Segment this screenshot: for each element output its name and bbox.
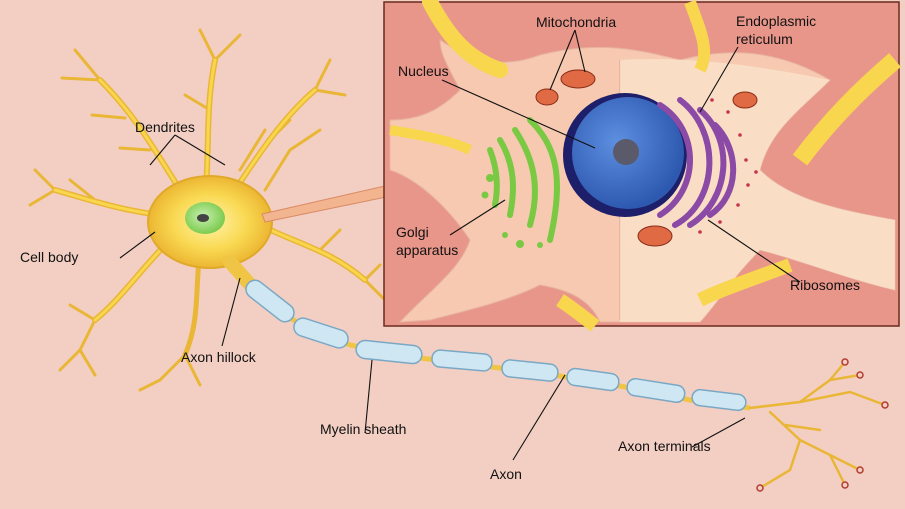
label-cell-body: Cell body [20,249,78,265]
label-golgi: Golgi [396,224,429,240]
label-axon-hillock: Axon hillock [181,349,257,365]
label-ribosomes: Ribosomes [790,277,860,293]
label-apparatus: apparatus [396,242,458,258]
label-dendrites: Dendrites [135,119,195,135]
label-axon-terminals: Axon terminals [618,438,711,454]
label-nucleus: Nucleus [398,63,449,79]
label-reticulum: reticulum [736,31,793,47]
label-myelin-sheath: Myelin sheath [320,421,406,437]
label-mitochondria: Mitochondria [536,14,616,30]
label-axon: Axon [490,466,522,482]
label-endoplasmic: Endoplasmic [736,13,816,29]
